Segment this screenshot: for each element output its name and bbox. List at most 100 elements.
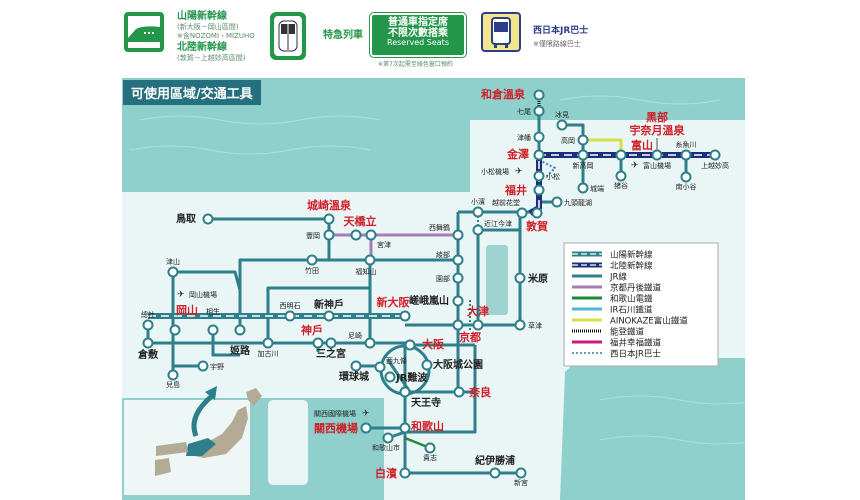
station-himi[interactable]: 冰見: [555, 110, 569, 131]
station-soja[interactable]: 總社: [141, 310, 155, 331]
station-kuzuryuko[interactable]: 九頭龍湖: [551, 196, 593, 208]
station-okayamaap[interactable]: ✈岡山機場: [177, 290, 217, 300]
station-kusatsu[interactable]: 草津: [514, 319, 543, 331]
station-tennoji[interactable]: 天王寺: [399, 386, 442, 410]
station-kakogawa[interactable]: 加古川: [258, 337, 279, 359]
station-marker: [472, 206, 484, 218]
station-obama[interactable]: 小濱: [471, 197, 485, 218]
legend-item: AINOKAZE富山鐵道: [572, 316, 688, 327]
station-label: 米原: [528, 272, 548, 285]
station-marker: [323, 213, 335, 225]
station-wakura[interactable]: 和倉溫泉: [481, 87, 545, 101]
station-marker: [533, 105, 545, 117]
station-marker: [384, 371, 396, 383]
station-kinosaki[interactable]: 城崎溫泉: [307, 198, 352, 225]
legend-item: IR石川鐵道: [572, 305, 653, 316]
station-maibara[interactable]: 米原: [514, 272, 549, 285]
station-tsubata[interactable]: 津幡: [517, 131, 545, 143]
station-marker: [167, 369, 179, 381]
station-sonobe[interactable]: 園部: [436, 272, 464, 284]
station-label: 高岡: [561, 136, 575, 145]
station-kurobe[interactable]: 黑部宇奈月溫泉: [630, 110, 686, 161]
station-nishiakashi[interactable]: 西明石: [280, 302, 301, 322]
station-nishimaizuru[interactable]: 西舞鶴: [429, 223, 464, 241]
station-nara[interactable]: 奈良: [453, 385, 492, 399]
station-toyama[interactable]: 富山: [615, 138, 654, 161]
station-marker: [167, 266, 179, 278]
station-kiikatsuura[interactable]: 紀伊勝浦: [475, 454, 515, 479]
station-itoigawa[interactable]: 糸魚川: [676, 140, 697, 161]
station-label: 大阪: [422, 337, 445, 351]
station-tsuyama[interactable]: 津山: [166, 257, 180, 278]
station-marker: [323, 310, 335, 322]
station-toyooka[interactable]: 豐岡: [306, 229, 335, 241]
station-osaka[interactable]: 大阪: [404, 337, 445, 351]
station-osakajokoen[interactable]: 大阪城公園: [421, 358, 484, 371]
station-label: 和歌山: [411, 419, 444, 433]
legend-label: JR線: [609, 272, 627, 283]
station-kurashiki[interactable]: 倉敷: [137, 337, 159, 362]
station-nanao[interactable]: 七尾: [517, 105, 545, 117]
station-usj[interactable]: 環球城: [339, 360, 369, 384]
station-kanazawa[interactable]: 金澤: [506, 147, 545, 161]
station-wakayama[interactable]: 和歌山: [399, 419, 445, 434]
station-label: 嵯峨嵐山: [409, 294, 449, 307]
station-shingu[interactable]: 新宮: [514, 467, 528, 488]
lake-biwa: [486, 245, 508, 315]
station-amagasaki[interactable]: 尼崎: [348, 331, 376, 349]
station-shintakaoka[interactable]: 新高岡: [573, 149, 594, 171]
station-omiimazu[interactable]: 近江今津: [472, 219, 513, 236]
station-himeji[interactable]: 姬路: [229, 324, 251, 358]
station-kyoto[interactable]: 京都: [452, 319, 482, 345]
station-inotani[interactable]: 猪谷: [614, 170, 628, 191]
station-takaoka[interactable]: 高岡: [561, 134, 589, 146]
station-tsuruga[interactable]: 敦賀: [526, 207, 548, 234]
station-komatsu[interactable]: 小松: [533, 170, 561, 182]
jr-line: [211, 330, 240, 357]
station-shirahama[interactable]: 白濱: [375, 466, 411, 480]
station-aioi[interactable]: 相生: [206, 307, 220, 336]
station-toyamaap[interactable]: ✈富山機場: [631, 161, 671, 171]
station-marker: [531, 207, 543, 219]
legend-item: 和歌山電鐵: [572, 294, 653, 305]
station-johana[interactable]: 城端: [577, 182, 605, 194]
station-label: 上越妙高: [701, 161, 729, 170]
line-legend: 山陽新幹線北陸新幹線JR線京都丹後鐵道和歌山電鐵IR石川鐵道AINOKAZE富山…: [563, 242, 719, 367]
station-kixlabel[interactable]: ✈關西國際機場: [314, 409, 370, 419]
station-kishi[interactable]: 貴志: [423, 442, 437, 463]
jr-line: [266, 286, 370, 343]
station-amanohashidate[interactable]: 天橋立: [344, 214, 377, 241]
station-takeda[interactable]: 竹田: [305, 254, 319, 276]
station-uno[interactable]: 宇野: [197, 360, 225, 372]
station-miyazu[interactable]: 宮津: [365, 229, 392, 250]
station-ayabe[interactable]: 綾部: [436, 250, 464, 266]
station-shinkobe[interactable]: 新神戶: [314, 298, 344, 322]
service-legend: 山陽新幹線 (新大阪－岡山區間) ※含NOZOMI・MIZUHO 北陸新幹線 (…: [0, 0, 860, 75]
station-okayama[interactable]: 岡山: [169, 303, 199, 336]
station-label: 環球城: [339, 370, 369, 383]
station-marker: [709, 149, 721, 161]
station-jrnamba[interactable]: JR難波: [384, 371, 429, 384]
station-minamiotari[interactable]: 南小谷: [676, 171, 697, 192]
station-komatsuap[interactable]: ✈小松機場: [481, 167, 523, 177]
station-fukuchiyama[interactable]: 福知山: [356, 254, 377, 277]
legend-item: 福井幸福鐵道: [572, 338, 662, 349]
station-shinosaka[interactable]: 新大阪: [377, 295, 411, 322]
station-marker: [234, 324, 246, 336]
station-tottori[interactable]: 鳥取: [176, 212, 214, 225]
station-sannomiya[interactable]: 三之宮: [316, 337, 346, 361]
station-label: 新神戶: [314, 298, 344, 311]
station-sagaarashiyama[interactable]: 嵯峨嵐山: [409, 294, 464, 307]
station-label: 城端: [590, 184, 604, 193]
station-kansaiap[interactable]: 關西機場: [314, 421, 372, 435]
station-fukui[interactable]: 福井: [504, 183, 545, 197]
station-wakayamashi[interactable]: 和歌山市: [372, 432, 400, 453]
station-otsu[interactable]: 大津: [467, 304, 489, 331]
station-marker: [306, 254, 318, 266]
station-joetsumyoko[interactable]: 上越妙高: [701, 149, 729, 171]
station-kobe[interactable]: 神戶: [301, 323, 324, 349]
station-kojima[interactable]: 兒島: [166, 369, 180, 390]
station-echizenhanando[interactable]: 越前花堂: [492, 198, 528, 219]
station-nishikujo[interactable]: 西九條: [374, 356, 408, 373]
station-marker: [374, 361, 386, 373]
